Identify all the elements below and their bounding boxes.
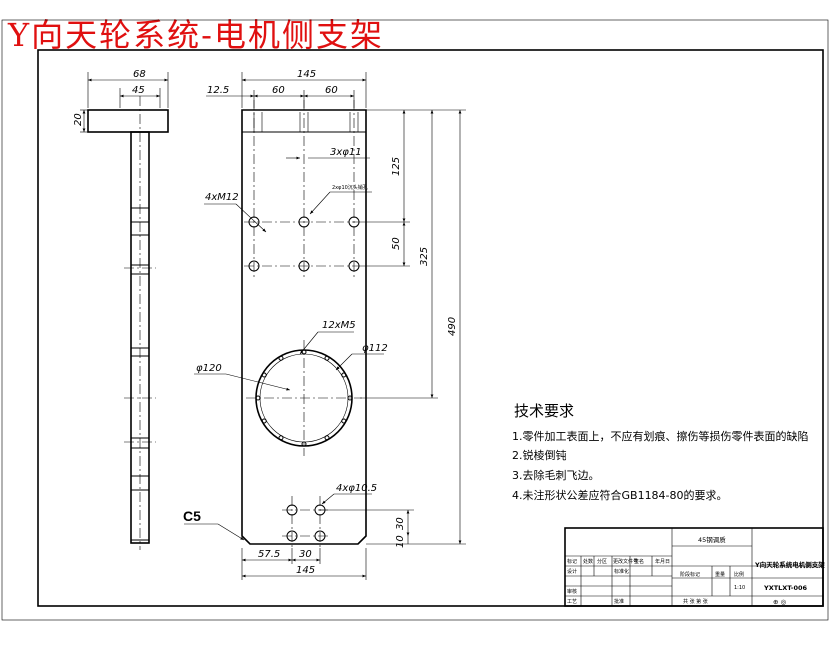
dim-side-68: 68 bbox=[133, 69, 146, 80]
dim-top-145: 145 bbox=[297, 69, 316, 80]
dim-vert-490: 490 bbox=[447, 317, 458, 336]
dim-bottom-57-5: 57.5 bbox=[258, 549, 280, 560]
tb-hdr-docno: 更改文件号 bbox=[613, 558, 638, 565]
dim-bottom-145: 145 bbox=[296, 565, 315, 576]
tb-hdr-sign: 签名 bbox=[634, 558, 644, 565]
tb-stage-label: 阶段标记 bbox=[680, 571, 700, 578]
tb-hdr-zone: 分区 bbox=[597, 558, 607, 565]
top-dimensions bbox=[206, 72, 367, 108]
note-3x-hole: 3xφ11 bbox=[330, 147, 362, 158]
tech-item-2: 2.锐棱倒钝 bbox=[512, 448, 567, 462]
tb-approve: 批准 bbox=[614, 598, 624, 605]
note-2x-pin-hole: 2xφ10沉头销孔 bbox=[332, 184, 368, 191]
tb-projection: ⊕ ◎ bbox=[773, 598, 787, 606]
tb-standardize: 标准化 bbox=[614, 568, 629, 575]
tb-weight-label: 重量 bbox=[715, 571, 725, 578]
tb-check: 审核 bbox=[567, 588, 577, 595]
tb-scale-value: 1:10 bbox=[734, 585, 745, 591]
tb-hdr-date: 年月日 bbox=[655, 558, 670, 565]
dim-top-60-b: 60 bbox=[325, 85, 338, 96]
m5-hole-ring bbox=[255, 349, 353, 447]
dim-side-45: 45 bbox=[132, 85, 145, 96]
tech-item-1: 1.零件加工表面上，不应有划痕、擦伤等损伤零件表面的缺陷 bbox=[512, 429, 809, 443]
drawing-title: Y向天轮系统-电机侧支架 bbox=[8, 16, 384, 54]
note-12x-thread: 12xM5 bbox=[322, 320, 356, 331]
dim-bottom-30: 30 bbox=[299, 549, 312, 560]
inner-frame bbox=[37, 49, 824, 607]
dim-side-20: 20 bbox=[73, 113, 84, 126]
dim-circle-112: φ112 bbox=[362, 343, 388, 354]
dim-vert-50: 50 bbox=[391, 237, 402, 250]
dim-vert-325: 325 bbox=[419, 247, 430, 266]
tb-sheet-info: 共 张 第 张 bbox=[683, 598, 708, 605]
note-4x-hole: 4xφ10.5 bbox=[336, 483, 377, 494]
tb-hdr-mark: 标记 bbox=[567, 558, 577, 565]
tb-hdr-count: 处数 bbox=[583, 558, 593, 565]
bottom-dimensions bbox=[241, 548, 367, 580]
note-chamfer: C5 bbox=[183, 508, 201, 524]
dim-circle-120: φ120 bbox=[196, 363, 222, 374]
dim-right-30: 30 bbox=[395, 517, 406, 530]
tb-drawing-no: YXTLXT-006 bbox=[763, 584, 808, 592]
tech-item-4: 4.未注形状公差应符合GB1184-80的要求。 bbox=[512, 488, 728, 502]
outer-border bbox=[1, 19, 829, 621]
tb-material: 45钢调质 bbox=[698, 535, 726, 544]
note-4x-thread: 4xM12 bbox=[205, 192, 239, 203]
dim-right-10: 10 bbox=[395, 535, 406, 548]
tb-design: 设计 bbox=[567, 568, 577, 575]
dim-vert-125: 125 bbox=[391, 157, 402, 176]
tb-part-name: Y向天轮系统电机侧支架 bbox=[754, 560, 825, 569]
tb-scale-label: 比例 bbox=[734, 571, 744, 578]
tb-craft: 工艺 bbox=[567, 599, 577, 605]
title-block bbox=[564, 527, 824, 607]
right-dimensions bbox=[320, 109, 466, 545]
tech-heading: 技术要求 bbox=[514, 402, 574, 420]
dim-top-60-a: 60 bbox=[272, 85, 285, 96]
side-view bbox=[80, 72, 169, 550]
dim-top-12-5: 12.5 bbox=[207, 85, 229, 96]
tech-item-3: 3.去除毛刺飞边。 bbox=[512, 468, 600, 482]
